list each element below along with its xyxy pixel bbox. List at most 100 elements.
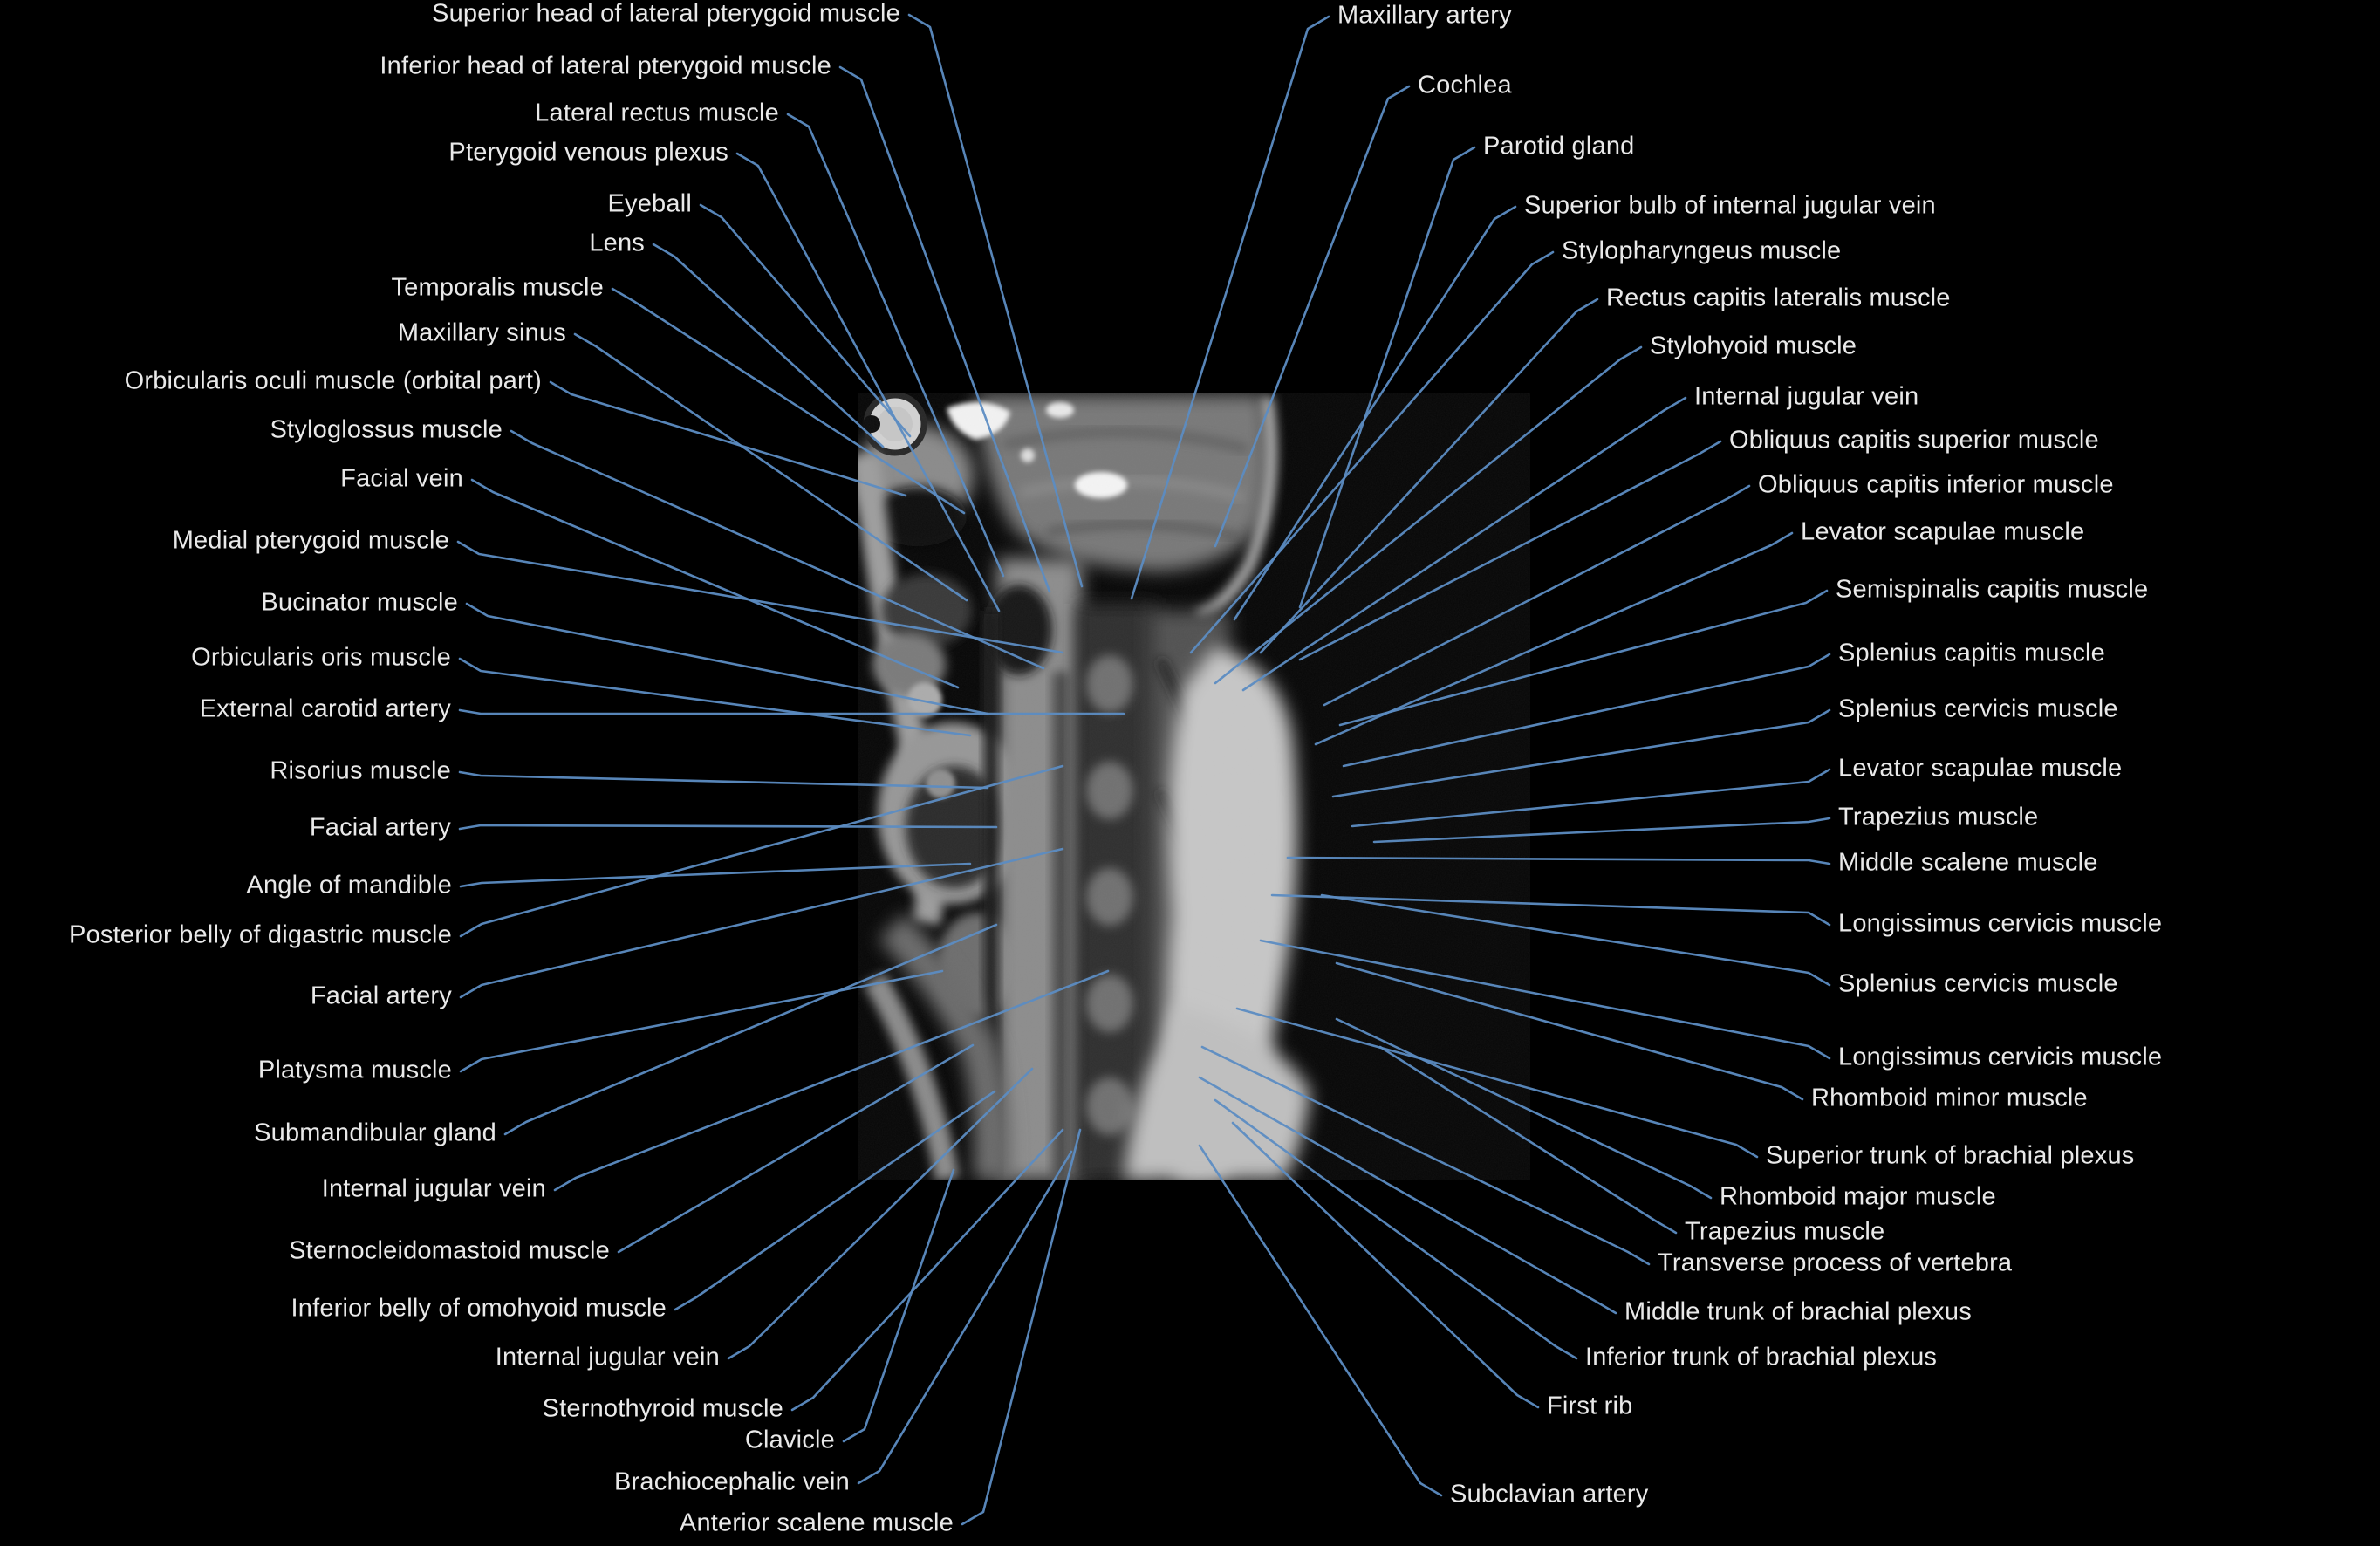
leader-line [1342,653,1831,768]
anatomy-label[interactable]: Longissimus cervicis muscle [1838,1043,2162,1071]
leader-line [1214,1098,1578,1360]
anatomy-label[interactable]: Risorius muscle [270,757,451,785]
anatomy-label[interactable]: Eyeball [607,190,692,218]
anatomy-label[interactable]: Submandibular gland [254,1119,496,1147]
anatomy-label[interactable]: Temporalis muscle [391,274,604,302]
leader-line [1372,817,1831,844]
anatomy-label[interactable]: Internal jugular vein [496,1344,720,1372]
leader-line [1335,961,1804,1101]
anatomy-label[interactable]: Splenius cervicis muscle [1838,695,2118,723]
leader-line [1214,85,1411,548]
leader-line [1320,893,1831,987]
anatomy-label[interactable]: Splenius capitis muscle [1838,640,2105,667]
leader-line [573,332,968,602]
anatomy-label[interactable]: Levator scapulae muscle [1801,518,2084,546]
leader-line [470,478,960,689]
anatomy-label[interactable]: Anterior scalene muscle [680,1509,954,1537]
leader-line [1259,939,1831,1060]
anatomy-label[interactable]: Orbicularis oris muscle [191,644,451,672]
leader-line [1198,1144,1443,1497]
anatomy-label[interactable]: Stylohyoid muscle [1650,332,1857,360]
leader-line [652,243,885,448]
leader-line [1214,345,1643,685]
anatomy-label[interactable]: Rectus capitis lateralis muscle [1606,284,1951,312]
anatomy-label[interactable]: Maxillary sinus [398,319,566,347]
anatomy-label[interactable]: Cochlea [1418,72,1512,99]
leader-line [1189,250,1555,654]
leader-line [1200,1045,1651,1266]
leader-line [553,969,1110,1192]
leader-line [1233,205,1517,621]
leader-line [699,203,912,438]
leader-line [1331,708,1831,798]
leader-line [857,1150,1073,1485]
leader-line [961,1128,1082,1526]
anatomy-label[interactable]: Trapezius muscle [1685,1218,1884,1246]
anatomy-label[interactable]: Levator scapulae muscle [1838,755,2122,783]
anatomy-label[interactable]: Pterygoid venous plexus [448,139,728,167]
anatomy-label[interactable]: Facial artery [311,982,452,1010]
anatomy-label[interactable]: Stylopharyngeus muscle [1562,237,1841,265]
anatomy-label[interactable]: Parotid gland [1483,133,1635,161]
leader-line [503,923,998,1136]
anatomy-label[interactable]: Middle trunk of brachial plexus [1624,1298,1972,1326]
anatomy-label[interactable]: Obliquus capitis superior muscle [1729,427,2099,455]
anatomy-label[interactable]: Facial artery [310,814,451,842]
anatomy-label[interactable]: Lateral rectus muscle [535,99,779,127]
anatomy-label[interactable]: Angle of mandible [246,872,452,900]
anatomy-label[interactable]: Lens [589,229,645,257]
anatomy-label[interactable]: Sternothyroid muscle [543,1395,783,1423]
anatomy-label[interactable]: Internal jugular vein [1694,383,1918,411]
anatomy-label[interactable]: Semispinalis capitis muscle [1836,576,2148,604]
leader-line [617,1043,975,1254]
anatomy-label[interactable]: Inferior trunk of brachial plexus [1585,1344,1937,1372]
anatomy-label[interactable]: Subclavian artery [1450,1481,1649,1508]
leader-line [510,429,1045,670]
anatomy-label[interactable]: Platysma muscle [258,1057,452,1084]
leader-line [1235,1007,1759,1159]
anatomy-label[interactable]: Maxillary artery [1337,2,1512,30]
leader-line [1270,893,1831,927]
anatomy-label[interactable]: Superior head of lateral pterygoid muscl… [432,0,900,28]
leader-line [1231,1121,1540,1409]
anatomy-label[interactable]: Longissimus cervicis muscle [1838,910,2162,938]
anatomy-label[interactable]: External carotid artery [200,695,452,723]
anatomy-label[interactable]: Facial vein [340,465,463,493]
anatomy-label[interactable]: Internal jugular vein [322,1175,546,1203]
leader-line [1259,298,1599,654]
anatomy-label[interactable]: Inferior belly of omohyoid muscle [291,1295,667,1323]
labels-layer: Superior head of lateral pterygoid muscl… [69,0,2162,1537]
anatomy-label[interactable]: Sternocleidomastoid muscle [289,1237,610,1265]
anatomy-label[interactable]: First rib [1547,1392,1632,1420]
anatomy-label[interactable]: Clavicle [745,1426,835,1454]
leader-line [786,113,1005,578]
anatomy-label[interactable]: Rhomboid minor muscle [1811,1084,2088,1112]
leader-line [838,65,1051,593]
leader-line [735,152,1001,612]
anatomy-label[interactable]: Trapezius muscle [1838,804,2038,831]
leader-line [1335,1017,1713,1200]
anatomy-label[interactable]: Superior trunk of brachial plexus [1766,1142,2134,1170]
anatomy-label[interactable]: Obliquus capitis inferior muscle [1758,471,2114,499]
leader-line [1351,768,1831,828]
leader-line [465,602,989,715]
leader-line [611,287,966,515]
mri-image[interactable] [855,393,1530,1180]
leader-line [458,708,1125,715]
anatomy-label[interactable]: Middle scalene muscle [1838,849,2098,877]
anatomy-label[interactable]: Styloglossus muscle [270,416,503,444]
leader-line [1314,531,1794,746]
anatomy-label[interactable]: Posterior belly of digastric muscle [69,921,452,949]
anatomy-label[interactable]: Orbicularis oculi muscle (orbital part) [125,367,542,395]
anatomy-label[interactable]: Bucinator muscle [261,589,458,617]
leader-line [674,1090,996,1311]
leader-line [456,540,1064,654]
anatomy-label[interactable]: Superior bulb of internal jugular vein [1524,192,1936,220]
anatomy-label[interactable]: Splenius cervicis muscle [1838,970,2118,998]
anatomy-label[interactable]: Inferior head of lateral pterygoid muscl… [380,52,831,80]
anatomy-label[interactable]: Rhomboid major muscle [1720,1183,1996,1211]
anatomy-label[interactable]: Brachiocephalic vein [614,1468,850,1496]
anatomy-label[interactable]: Medial pterygoid muscle [173,527,449,555]
anatomy-label[interactable]: Transverse process of vertebra [1658,1249,2013,1277]
